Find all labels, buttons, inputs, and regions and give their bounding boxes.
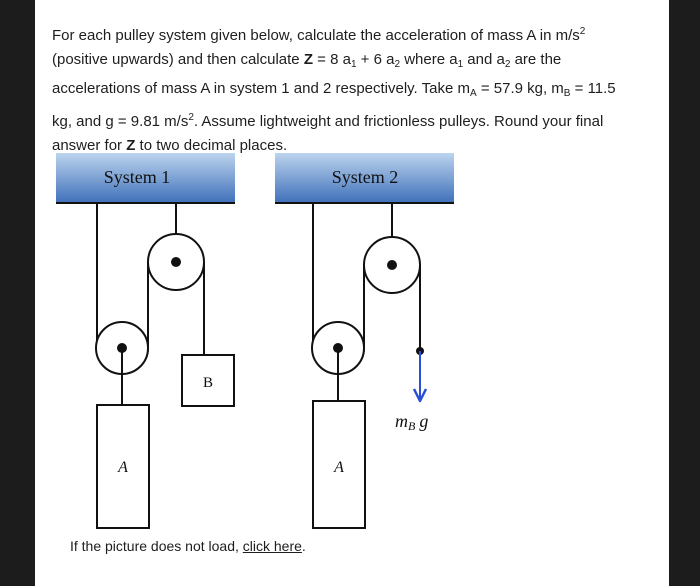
text-segment: and a <box>467 51 505 68</box>
block-a-system-1 <box>96 404 150 529</box>
subscript: B <box>563 88 571 99</box>
ceiling-system-1 <box>56 153 235 203</box>
text-segment: + 6 a <box>360 51 395 68</box>
pulley-axle-dot <box>117 343 127 353</box>
click-here-link[interactable]: click here <box>242 538 302 554</box>
text-segment: kg, and g = 9.81 m/s <box>52 113 189 130</box>
problem-line-2: (positive upwards) and then calculate Z … <box>52 48 652 77</box>
text-segment: = 57.9 kg, m <box>480 80 564 97</box>
problem-text: For each pulley system given below, calc… <box>52 20 652 158</box>
problem-line-4: kg, and g = 9.81 m/s2. Assume lightweigh… <box>52 106 652 134</box>
text-segment: . Assume lightweight and frictionless pu… <box>193 113 604 130</box>
pulley-axle-dot <box>171 257 181 267</box>
block-a-system-2 <box>312 400 366 529</box>
problem-line-1: For each pulley system given below, calc… <box>52 20 652 48</box>
pulley-axle-dot <box>333 343 343 353</box>
problem-line-1-text: For each pulley system given below, calc… <box>52 27 580 44</box>
subscript: 2 <box>504 59 511 70</box>
block-a-label-system-2: A <box>333 459 344 476</box>
system-2-title: System 2 <box>332 167 399 187</box>
block-a-label-system-1: A <box>117 459 128 476</box>
superscript: 2 <box>579 26 586 37</box>
footer-note: If the picture does not load, click here… <box>70 538 306 554</box>
subscript: 2 <box>394 59 401 70</box>
block-b-label: B <box>203 375 213 391</box>
question-card: For each pulley system given below, calc… <box>35 0 669 586</box>
text-segment: where a <box>404 51 458 68</box>
text-segment: answer for <box>52 137 123 154</box>
force-label-subscript: B <box>408 419 416 433</box>
text-segment: = 8 a <box>317 51 351 68</box>
variable-z: Z <box>303 51 313 68</box>
pulley-axle-dot <box>387 260 397 270</box>
subscript: 1 <box>457 59 464 70</box>
problem-line-3: accelerations of mass A in system 1 and … <box>52 77 652 106</box>
superscript: 2 <box>188 112 194 123</box>
footer-period: . <box>301 538 306 554</box>
text-segment: accelerations of mass A in system 1 and … <box>52 80 470 97</box>
force-arrow-icon <box>412 388 428 403</box>
pulley-diagram: System 1 System 2 <box>56 153 454 529</box>
force-label-g: g <box>419 411 428 431</box>
block-b <box>181 354 235 407</box>
problem-line-5: answer for Z to two decimal places. <box>52 134 652 158</box>
text-segment: (positive upwards) and then calculate <box>52 51 300 68</box>
subscript: 1 <box>350 59 357 70</box>
text-segment: = 11.5 <box>574 80 616 97</box>
ceiling-system-2 <box>275 153 454 203</box>
force-label-m: m <box>395 411 408 431</box>
variable-z: Z <box>126 137 136 154</box>
footer-text: If the picture does not load, <box>70 538 239 554</box>
text-segment: are the <box>514 51 562 68</box>
system-1-title: System 1 <box>104 167 171 187</box>
text-segment: to two decimal places. <box>139 137 288 154</box>
subscript: A <box>469 88 477 99</box>
